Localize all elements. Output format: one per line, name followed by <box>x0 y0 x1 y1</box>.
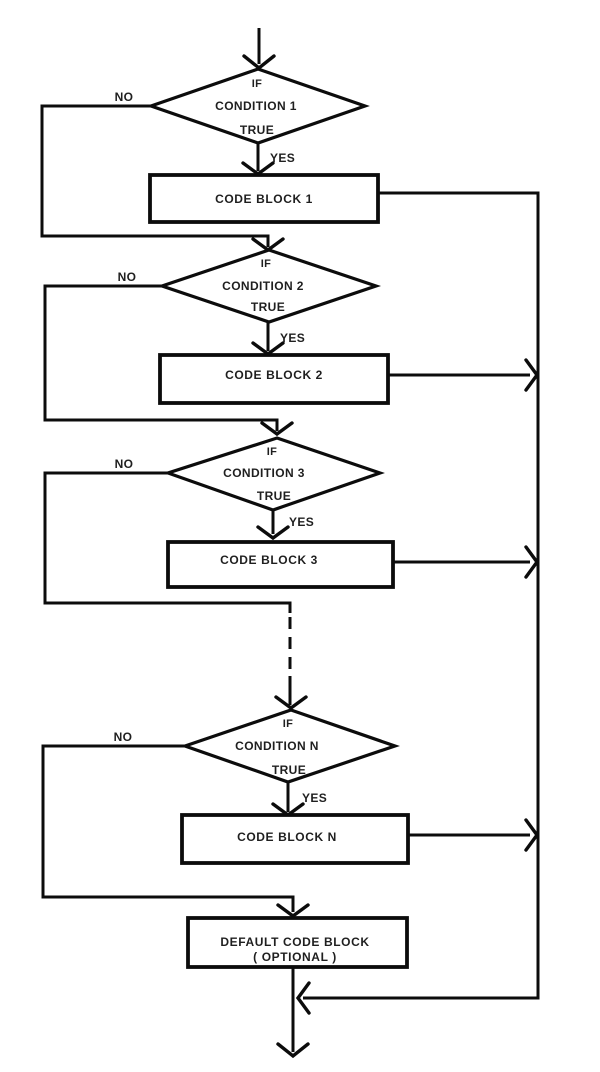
default-code-block-label-line2: ( OPTIONAL ) <box>253 950 337 964</box>
no-label-2: NO <box>118 270 137 284</box>
if-label-1: IF <box>252 78 263 90</box>
yes-label-n: YES <box>302 791 327 805</box>
true-label-3: TRUE <box>257 489 291 503</box>
code-block-n <box>180 813 410 865</box>
yes-label-2: YES <box>280 331 305 345</box>
no-label-n: NO <box>114 730 133 744</box>
if-label-2: IF <box>261 258 272 270</box>
no-branch-arrowhead-2-icon <box>260 421 294 437</box>
no-label-1: NO <box>115 90 134 104</box>
no-branch-arrowhead-n-icon <box>276 903 310 919</box>
code-block-1-label: CODE BLOCK 1 <box>215 192 313 206</box>
collector-left-arrowhead-icon <box>295 981 311 1015</box>
condition-label-2: CONDITION 2 <box>222 279 304 293</box>
yes-arrowhead-3-icon <box>256 525 290 541</box>
condition-label-3: CONDITION 3 <box>223 466 305 480</box>
code-block-3 <box>166 540 395 589</box>
code-block-2 <box>158 353 390 405</box>
no-label-3: NO <box>115 457 134 471</box>
code-block-1 <box>148 173 380 224</box>
code-block-2-label: CODE BLOCK 2 <box>225 368 323 382</box>
true-label-2: TRUE <box>251 300 285 314</box>
condition-label-1: CONDITION 1 <box>215 99 297 113</box>
true-label-n: TRUE <box>272 763 306 777</box>
yes-label-3: YES <box>289 515 314 529</box>
true-label-1: TRUE <box>240 123 274 137</box>
no-branch-line-3 <box>43 471 292 613</box>
code-block-n-label: CODE BLOCK N <box>237 830 337 844</box>
connector-arrowhead-2-icon <box>524 358 540 392</box>
code-block-3-label: CODE BLOCK 3 <box>220 553 318 567</box>
default-code-block-label-line1: DEFAULT CODE BLOCK <box>220 935 369 949</box>
condition-label-n: CONDITION N <box>235 739 319 753</box>
connector-arrowhead-n-icon <box>524 818 540 852</box>
no-branch-line-1 <box>40 104 270 247</box>
continuation-arrowhead-icon <box>274 695 308 711</box>
yes-label-1: YES <box>270 151 295 165</box>
no-branch-line-n <box>41 744 295 912</box>
if-label-3: IF <box>267 446 278 458</box>
collector-line <box>303 191 540 1000</box>
default-code-block <box>186 916 409 969</box>
no-branch-line-2 <box>43 284 279 431</box>
exit-arrowhead-icon <box>276 1042 310 1059</box>
if-label-n: IF <box>283 718 294 730</box>
connector-arrowhead-3-icon <box>524 545 540 579</box>
